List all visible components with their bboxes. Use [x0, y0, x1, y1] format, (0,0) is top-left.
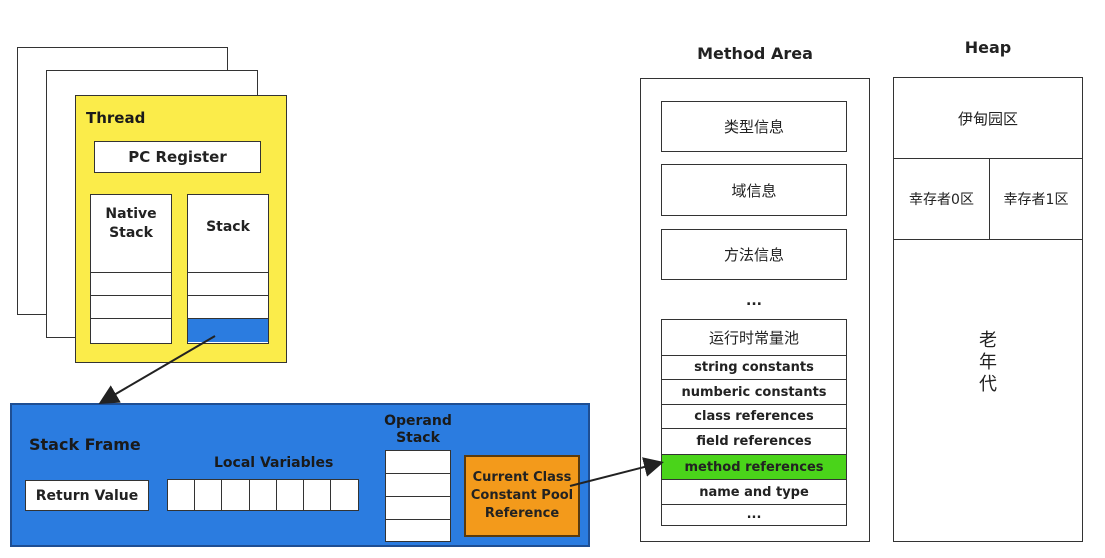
old-generation-label: 老 年 代: [979, 330, 997, 395]
java-stack-slot-current: [188, 318, 268, 342]
pool-item-numeric-constants: numberic constants: [662, 379, 846, 404]
old-generation-space: 老 年 代: [894, 239, 1082, 541]
local-variable-slot: [275, 479, 305, 511]
local-variable-slot: [194, 479, 223, 511]
eden-space: 伊甸园区: [957, 109, 1018, 128]
pool-item-method-references: method references: [662, 454, 846, 479]
thread-card: Thread PC Register Native Stack Stack: [75, 95, 287, 363]
pool-item-ellipsis: ...: [662, 504, 846, 524]
runtime-constant-pool-title: 运行时常量池: [708, 329, 799, 347]
current-class-constant-pool-reference: Current Class Constant Pool Reference: [464, 455, 580, 537]
method-info-box: 方法信息: [661, 229, 847, 280]
operand-stack-slot: [386, 519, 450, 520]
field-info-box: 域信息: [661, 164, 847, 216]
method-area-title: Method Area: [697, 44, 813, 63]
survivor-1-space: 幸存者1区: [990, 158, 1082, 239]
operand-stack: [385, 450, 451, 542]
local-variables-array: [167, 479, 360, 511]
native-stack-label: Native Stack: [105, 206, 157, 241]
local-variable-slot: [248, 479, 278, 511]
java-stack-label: Stack: [206, 219, 250, 235]
type-info-box: 类型信息: [661, 101, 847, 152]
java-stack-slot: [188, 295, 268, 318]
return-value: Return Value: [25, 480, 149, 511]
survivor-0-space: 幸存者0区: [894, 158, 990, 239]
java-stack-slot: [188, 272, 268, 295]
native-stack: Native Stack: [90, 194, 172, 344]
native-stack-slot: [91, 295, 171, 318]
runtime-constant-pool: 运行时常量池 string constants numberic constan…: [661, 319, 847, 526]
reference-to-method-ref-arrow: [569, 457, 664, 487]
native-stack-slot: [91, 318, 171, 342]
thread-title: Thread: [86, 109, 146, 127]
java-stack: Stack: [187, 194, 269, 344]
stack-frame: Stack Frame Return Value Local Variables…: [10, 403, 590, 547]
pool-item-field-references: field references: [662, 428, 846, 454]
method-area-ellipsis: ...: [746, 293, 762, 309]
local-variables-label: Local Variables: [214, 455, 334, 471]
stack-to-frame-arrow: [98, 335, 216, 405]
heap-title: Heap: [964, 38, 1012, 57]
local-variable-slot: [221, 479, 251, 511]
pool-item-name-and-type: name and type: [662, 479, 846, 504]
heap: 伊甸园区 幸存者0区 幸存者1区 老 年 代: [893, 77, 1083, 542]
stack-frame-title: Stack Frame: [29, 435, 141, 454]
operand-stack-label: Operand Stack: [384, 413, 452, 446]
pc-register: PC Register: [94, 141, 261, 173]
pool-item-class-references: class references: [662, 404, 846, 428]
operand-stack-slot: [386, 496, 450, 497]
method-area: 类型信息 域信息 方法信息 ... 运行时常量池 string constant…: [640, 78, 870, 542]
pool-item-string-constants: string constants: [662, 355, 846, 379]
native-stack-slot: [91, 272, 171, 295]
operand-stack-slot: [386, 473, 450, 474]
local-variable-slot: [330, 479, 360, 511]
